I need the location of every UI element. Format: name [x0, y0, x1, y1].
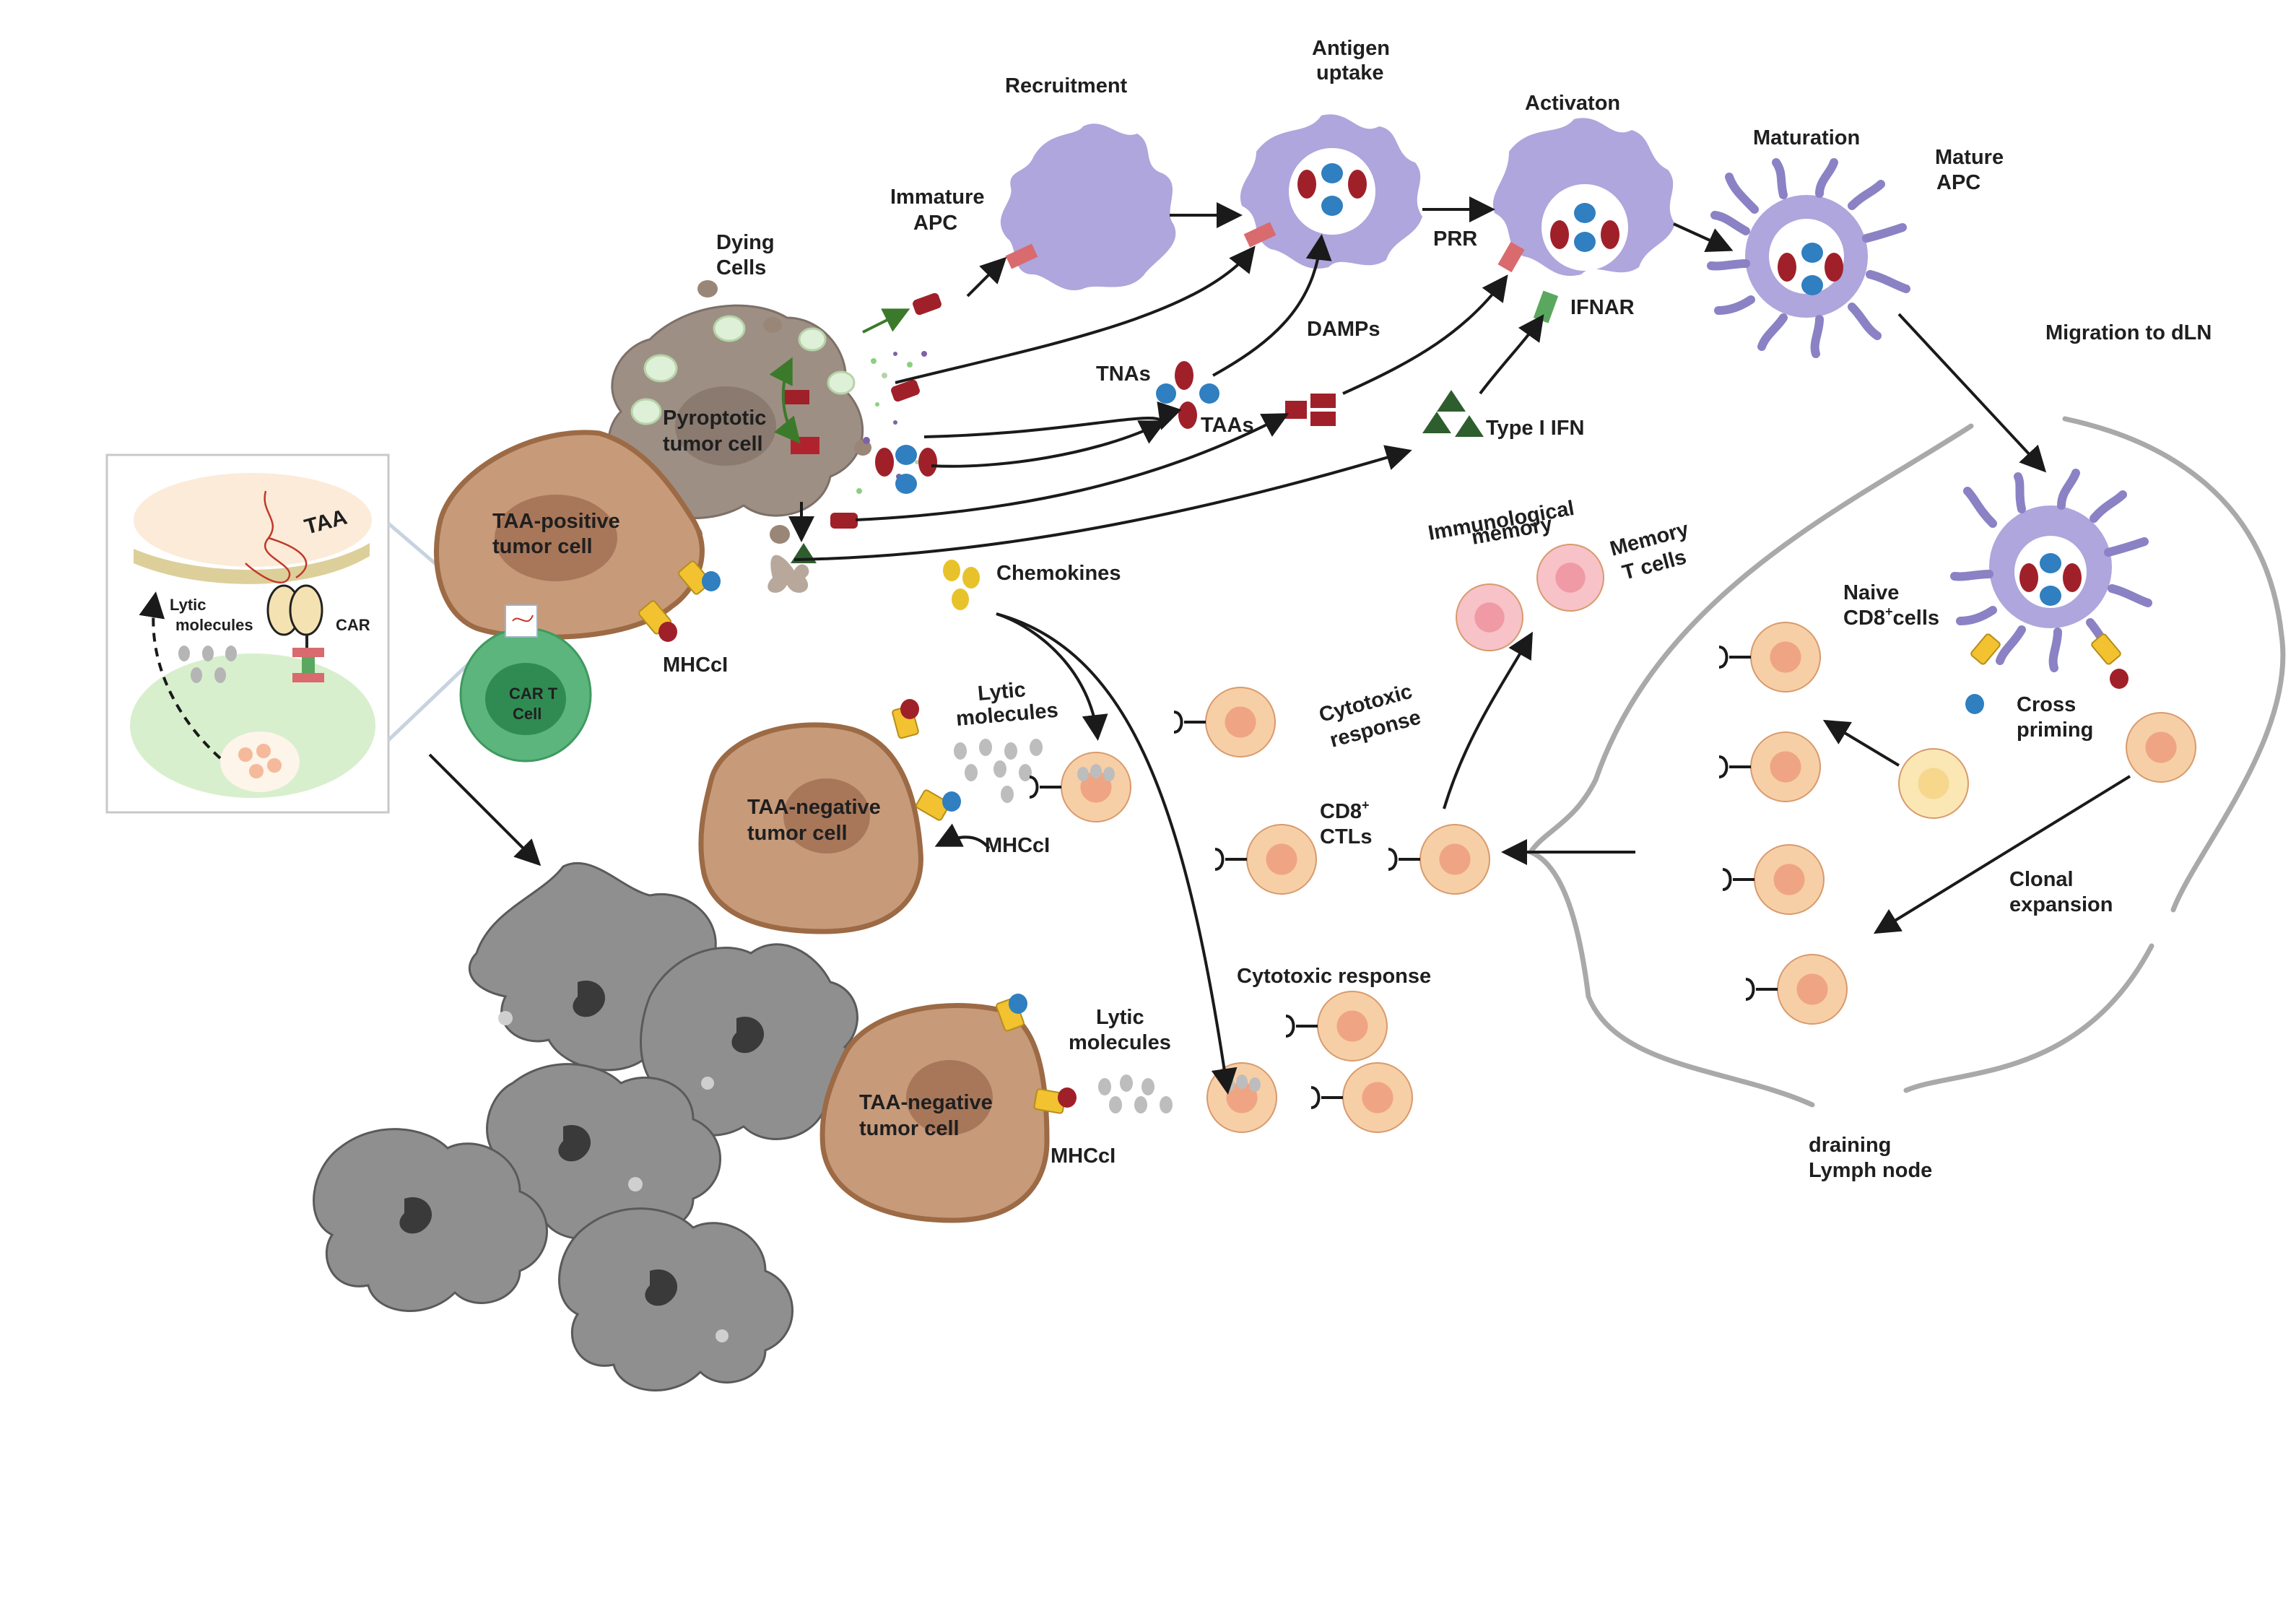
label-clonal-expansion-2: expansion	[2009, 893, 2113, 916]
label-inset-lytic: Lytic	[170, 596, 206, 614]
label-taas: TAAs	[1201, 414, 1254, 437]
label-cd8-ctls-2: CTLs	[1320, 825, 1373, 848]
naive-t-cell-3	[1722, 844, 1825, 915]
label-antigen-uptake: Antigen	[1312, 37, 1390, 60]
car-t-cell	[459, 604, 592, 763]
cytotoxic-t-cell-b1	[1285, 991, 1388, 1061]
label-mhcci-1: MHCcI	[663, 653, 728, 677]
label-migration: Migration to dLN	[2045, 321, 2212, 344]
label-inset-car: CAR	[336, 616, 370, 634]
label-cytotoxic-response-2: Cytotoxic response	[1237, 965, 1431, 988]
label-ifnar: IFNAR	[1570, 296, 1635, 319]
cytotoxic-t-cell	[1173, 687, 1276, 757]
lytic-t-cell-b	[1206, 1062, 1277, 1133]
taa-positive-tumor-cell	[434, 430, 705, 640]
label-activation: Activaton	[1525, 92, 1620, 115]
label-cross-priming: Cross	[2017, 693, 2076, 716]
label-naive-cells: cells	[1893, 607, 1940, 630]
lytic-granule	[1090, 764, 1102, 778]
label-dying-cells: Dying	[716, 231, 775, 254]
antigen-uptake-apc	[1240, 114, 1422, 269]
label-immature-apc-2: APC	[913, 212, 957, 235]
label-type-i-ifn: Type I IFN	[1486, 417, 1584, 440]
cross-primed-t-cell	[2126, 712, 2196, 783]
label-recruitment: Recruitment	[1005, 74, 1128, 97]
memory-t-cell-1	[1456, 583, 1523, 651]
label-mature-apc-2: APC	[1936, 171, 1980, 194]
lytic-granule	[1249, 1077, 1261, 1092]
label-draining-lymph-node: draining	[1809, 1134, 1891, 1157]
lytic-granule	[1236, 1074, 1248, 1089]
dead-tumor-cells	[313, 861, 858, 1391]
label-clonal-expansion: Clonal	[2009, 868, 2074, 891]
label-car-t-2: Cell	[513, 705, 542, 723]
label-prr: PRR	[1433, 227, 1477, 251]
lytic-granule	[1103, 767, 1115, 781]
label-taa-positive: TAA-positive	[492, 510, 620, 533]
label-naive-cd8-cells: CD8+cells	[1843, 604, 1939, 630]
immature-apc	[1000, 123, 1176, 291]
label-naive-cd8: Naive	[1843, 581, 1899, 604]
inset-taa-antigen-squiggle	[245, 490, 308, 583]
label-taa-positive-2: tumor cell	[492, 535, 593, 558]
label-lytic-molecules-a-2: molecules	[955, 699, 1059, 731]
label-chemokines: Chemokines	[996, 562, 1121, 585]
naive-t-cell-1	[1718, 622, 1821, 692]
arrows	[428, 196, 2131, 1095]
label-taa-negative-b: TAA-negative	[859, 1091, 993, 1114]
chemokines	[943, 560, 980, 610]
naive-t-cell-4	[1745, 954, 1848, 1025]
label-naive-cd8-text: CD8	[1843, 607, 1885, 630]
inset-lytic-arrow	[139, 591, 222, 760]
label-mhcci-3: MHCcI	[1051, 1145, 1116, 1168]
label-taa-negative-b-2: tumor cell	[859, 1117, 960, 1140]
lymph-node-outline	[1526, 416, 2286, 1108]
lytic-t-cell-a	[1029, 752, 1131, 822]
label-lytic-molecules-a: Lytic	[977, 678, 1027, 705]
lytic-granule	[1077, 767, 1089, 781]
label-pyroptotic-2: tumor cell	[663, 433, 763, 456]
inset-car-right-domain	[289, 584, 323, 636]
label-pyroptotic: Pyroptotic	[663, 407, 766, 430]
ctl-t-cell	[1214, 824, 1317, 895]
activation-apc	[1492, 118, 1675, 277]
released-molecules	[783, 292, 1484, 563]
label-lytic-molecules-b: Lytic	[1096, 1006, 1144, 1029]
label-draining-lymph-node-2: Lymph node	[1809, 1159, 1932, 1182]
label-mhcci-2: MHCcI	[985, 834, 1050, 857]
taa-negative-tumor-cell-a	[698, 722, 923, 934]
label-taa-negative-a: TAA-negative	[747, 796, 881, 819]
ctl-t-cell-center	[1388, 824, 1490, 895]
label-car-t: CAR T	[509, 685, 558, 703]
label-lytic-molecules-b-2: molecules	[1069, 1031, 1171, 1054]
antigens-in-apcs	[1297, 163, 2082, 606]
label-inset-lytic-2: molecules	[175, 616, 253, 634]
car-t-inset	[105, 453, 500, 814]
label-immature-apc: Immature	[890, 186, 985, 209]
label-damps: DAMPs	[1307, 318, 1380, 341]
naive-t-cell-2	[1718, 731, 1821, 802]
memory-t-cell-2	[1536, 544, 1604, 612]
label-cross-priming-2: priming	[2017, 718, 2093, 742]
label-cd8-ctls: CD8+	[1320, 798, 1370, 823]
inset-granule-1	[238, 747, 253, 762]
label-mature-apc: Mature	[1935, 146, 2004, 169]
label-taa-negative-a-2: tumor cell	[747, 822, 848, 845]
label-antigen-uptake-2: uptake	[1316, 61, 1383, 84]
label-naive-sup: +	[1885, 604, 1893, 619]
lytic-molecule-dots	[954, 739, 1173, 1113]
label-cd8-ctls-sup: +	[1362, 798, 1370, 812]
taa-negative-tumor-cell-b	[819, 1003, 1050, 1223]
cytotoxic-t-cell-b2	[1310, 1062, 1413, 1133]
label-dying-cells-2: Cells	[716, 256, 766, 279]
label-cd8-ctls-cd8: CD8	[1320, 800, 1362, 823]
primed-t-cell	[1898, 748, 1969, 819]
label-tnas: TNAs	[1096, 362, 1151, 386]
mhc-complexes	[638, 560, 2128, 1114]
label-maturation: Maturation	[1753, 126, 1860, 149]
